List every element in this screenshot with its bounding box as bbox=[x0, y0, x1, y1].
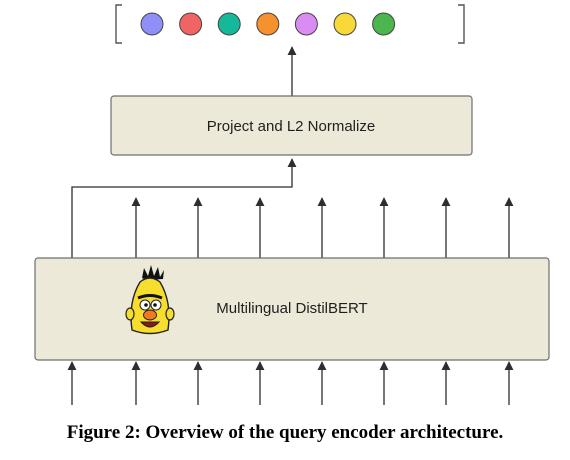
embedding-dot-3 bbox=[217, 12, 241, 36]
encoder-box: Multilingual DistilBERT bbox=[34, 257, 550, 361]
projection-box-label: Project and L2 Normalize bbox=[207, 118, 375, 135]
right-bracket bbox=[458, 4, 465, 44]
embedding-dot-2 bbox=[179, 12, 203, 36]
embedding-dot-4 bbox=[256, 12, 280, 36]
architecture-diagram: Project and L2 Normalize Multilingual Di… bbox=[34, 4, 550, 405]
output-embedding-vector bbox=[115, 4, 465, 44]
figure-caption: Figure 2: Overview of the query encoder … bbox=[66, 422, 504, 443]
bert-muppet-icon bbox=[125, 265, 175, 335]
left-bracket bbox=[115, 4, 122, 44]
token-input-arrows bbox=[67, 361, 514, 405]
projection-box: Project and L2 Normalize bbox=[110, 95, 473, 156]
embedding-dot-5 bbox=[294, 12, 318, 36]
embedding-dots bbox=[140, 12, 396, 36]
encoder-output-arrows bbox=[131, 197, 514, 258]
embedding-dot-7 bbox=[372, 12, 396, 36]
embedding-dot-6 bbox=[333, 12, 357, 36]
cls-arrow-to-projection bbox=[71, 158, 297, 258]
embedding-dot-1 bbox=[140, 12, 164, 36]
encoder-box-label: Multilingual DistilBERT bbox=[216, 300, 367, 317]
